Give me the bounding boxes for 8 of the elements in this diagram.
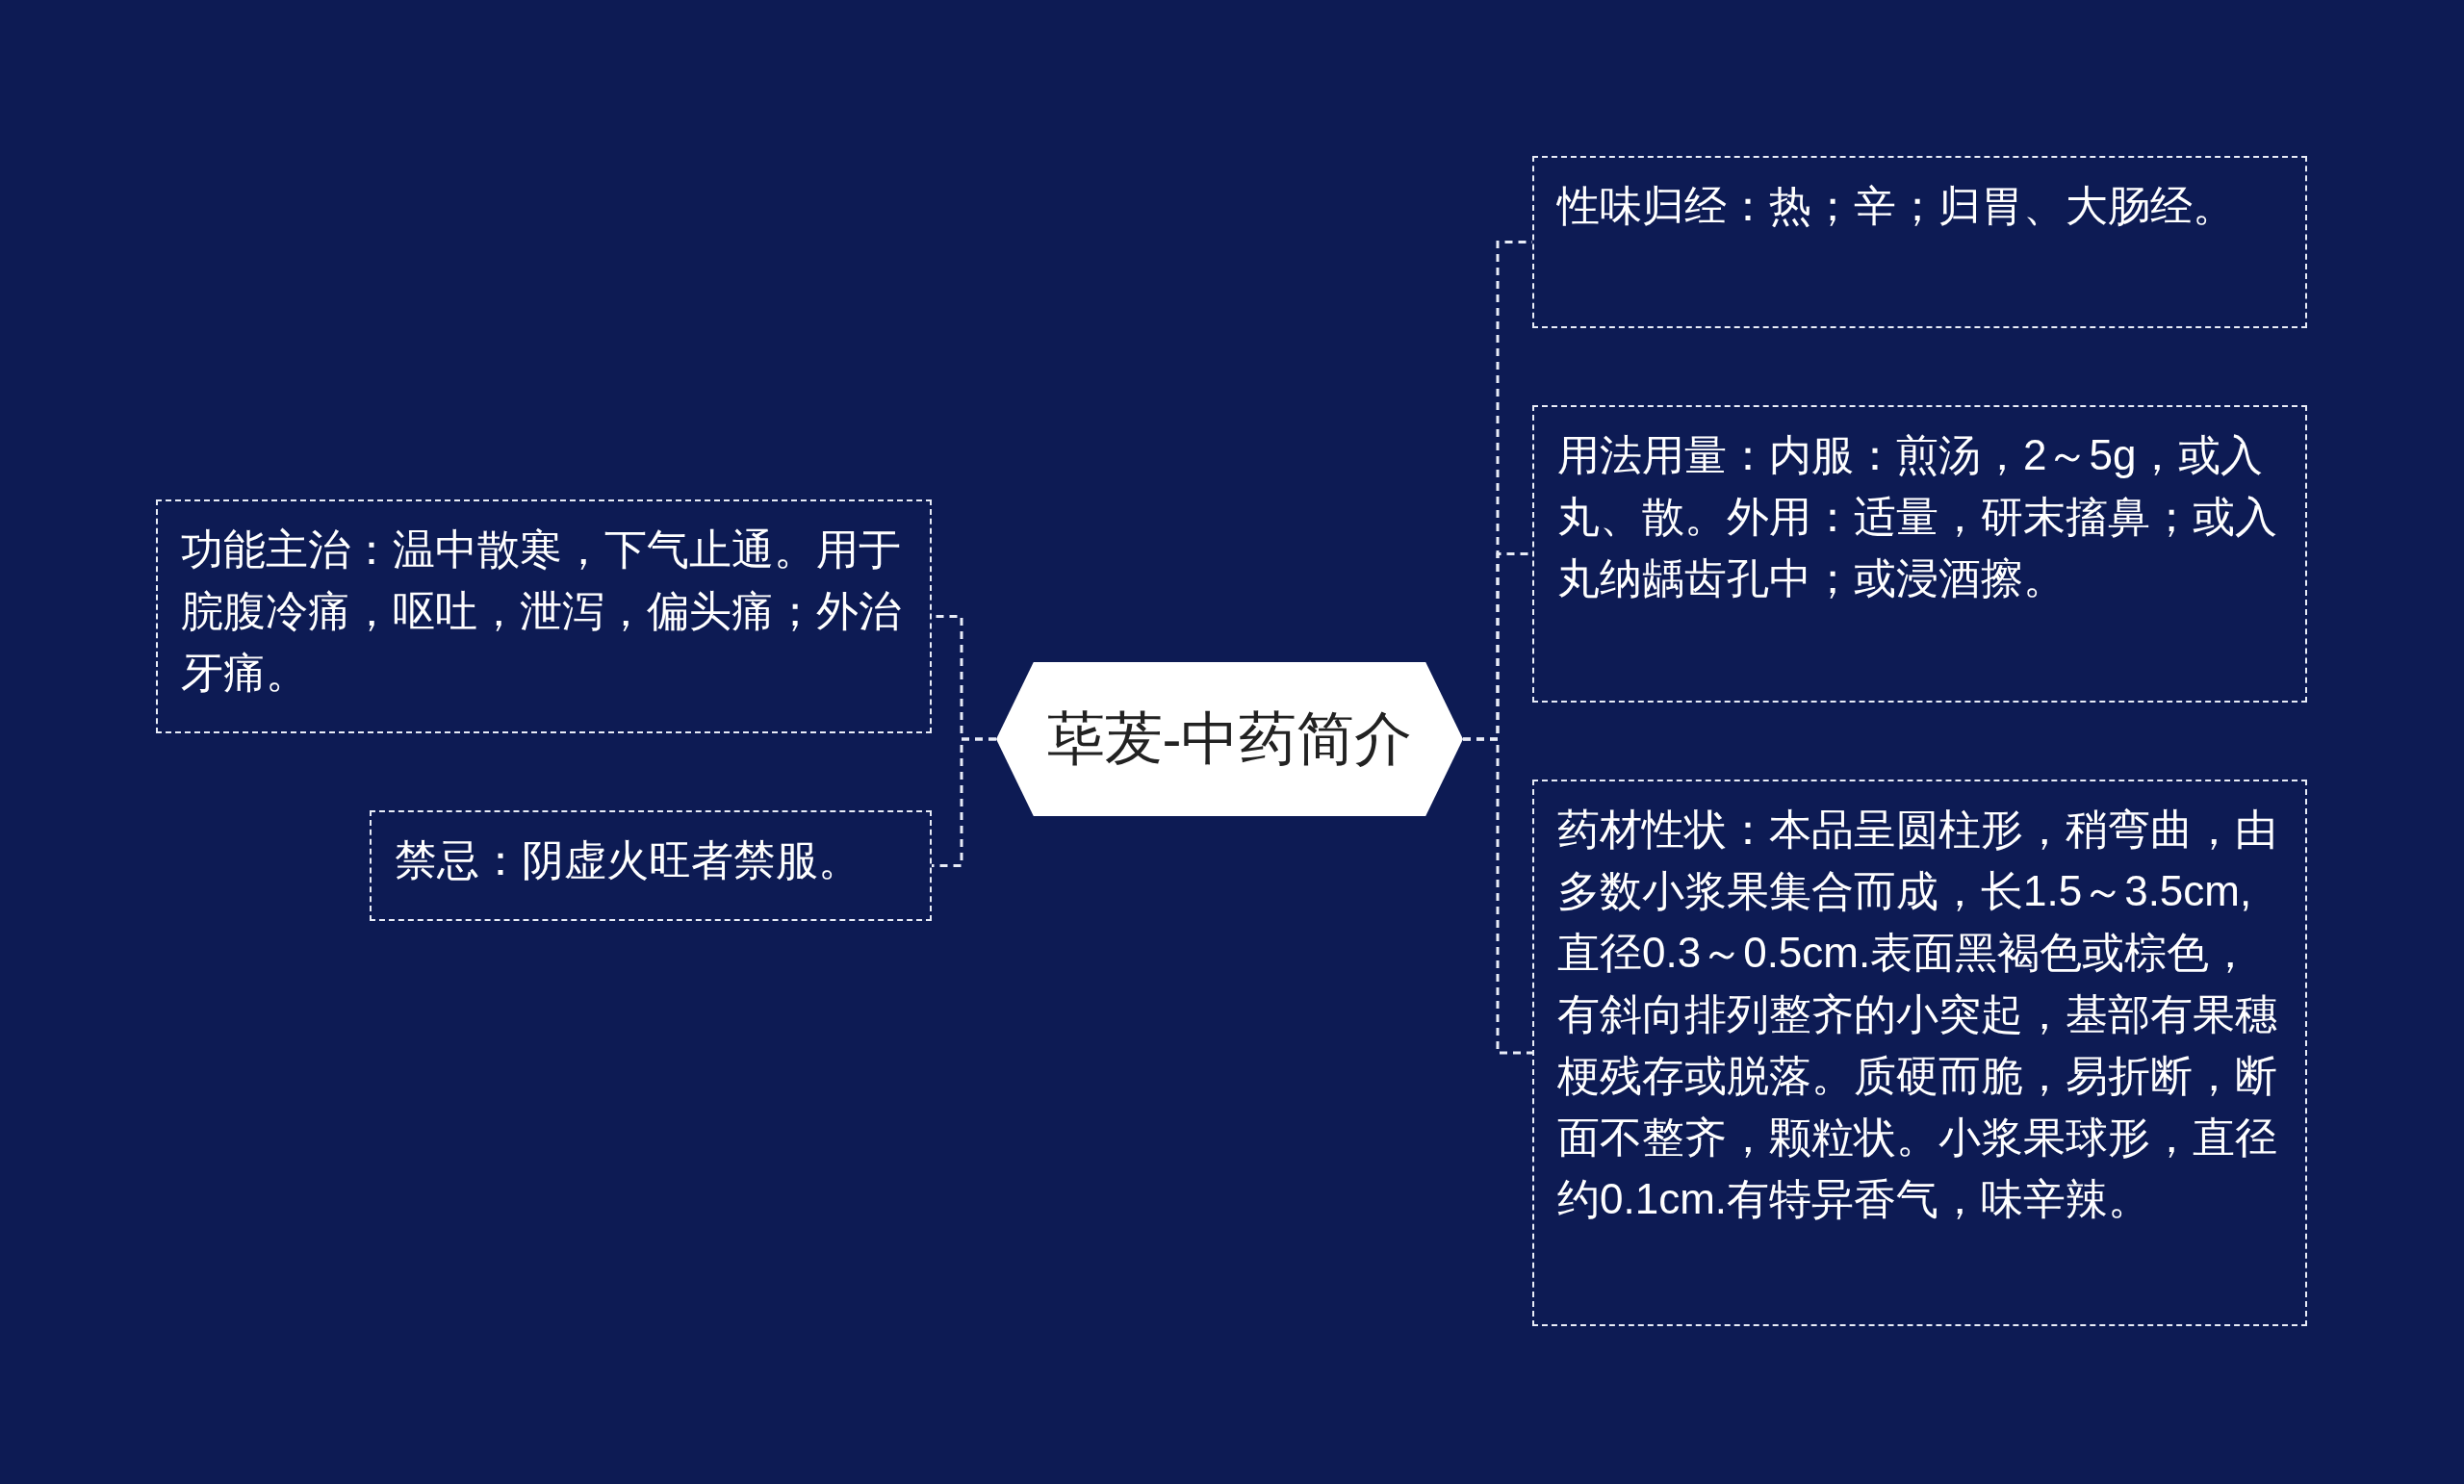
connector-line [932,737,996,867]
dashed-text-box: 功能主治：温中散寒，下气止通。用于脘腹冷痛，呕吐，泄泻，偏头痛；外治牙痛。 [156,499,932,733]
dashed-text-box: 禁忌：阴虚火旺者禁服。 [370,810,932,921]
topic-title: 荜茇-中药简介 [1046,704,1413,773]
dashed-text-box: 性味归经：热；辛；归胃、大肠经。 [1532,156,2307,328]
dashed-text-box: 药材性状：本品呈圆柱形，稍弯曲，由多数小浆果集合而成，长1.5～3.5cm,直径0.3～0.5cm.表面黑褐色或棕色，有斜向排列整齐的小突起，基部有果穗梗残存或脱落。质硬而脆，易折断，断面不整齐，颗粒状。小浆果球形，直径约0.1cm.有特异香气，味辛辣。 [1532,780,2307,1326]
connector-line [1463,737,1532,1055]
dashed-text-box: 用法用量：内服：煎汤，2～5g，或入丸、散。外用：适量，研末搐鼻；或入丸纳龋齿孔中；或浸酒擦。 [1532,405,2307,703]
